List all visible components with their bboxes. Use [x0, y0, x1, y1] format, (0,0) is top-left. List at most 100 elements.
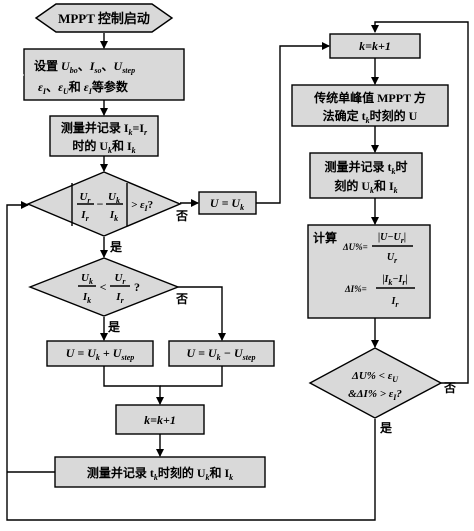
decision1-frac2-num-sub: k — [116, 196, 120, 205]
decision2-frac2-den-var: I — [115, 291, 121, 303]
decision2-question: ? — [134, 280, 140, 294]
assign-plus-text: U = Uk + Ustep — [66, 346, 135, 362]
decision2-frac2-den-sub: r — [121, 296, 125, 305]
calc-label: 计算 — [313, 230, 337, 245]
arrow-assign-minus-to-increment2 — [160, 366, 223, 387]
decision2-frac1-num: Uk — [81, 272, 93, 286]
decision1-question: ? — [148, 199, 154, 211]
setup-sub-bo: bo — [70, 66, 78, 75]
decision1-compare: > εI? — [131, 199, 153, 213]
setup-var-eps2: ε — [58, 80, 63, 94]
assign-uk-sub: k — [240, 203, 244, 212]
calc-di-lhs: ΔI%= — [344, 284, 367, 294]
measure2-line1: 测量并记录 tk时 — [324, 159, 407, 176]
setup-suffix: 等参数 — [91, 79, 129, 94]
decision1-minus: − — [97, 197, 104, 211]
calc-di-num-close: | — [405, 274, 407, 285]
calc-du-den: Ur — [387, 252, 398, 265]
traditional-node: 传统单峰值 MPPT 方 法确定 tk时刻的 U — [291, 84, 449, 127]
setup-var-ustep: U — [114, 59, 124, 73]
measure3-sub2: k — [206, 473, 210, 482]
traditional-line2-sub: k — [366, 116, 370, 125]
setup-sub-so: so — [93, 66, 101, 75]
calc-di-num: |Ik−Ir| — [382, 274, 407, 287]
measure2-line2-sub: k — [370, 186, 374, 195]
measure2-line2-sub2: k — [394, 186, 398, 195]
decision3-line1-sub: U — [392, 375, 399, 384]
setup-var-eps3: ε — [84, 80, 89, 94]
setup-line2: εI、εU和 εI等参数 — [38, 79, 129, 96]
decision1-compare-sub: I — [144, 204, 149, 213]
measure1-line2-sub2: k — [132, 146, 136, 155]
start-label: MPPT 控制启动 — [58, 11, 150, 26]
setup-var-iso: I — [89, 59, 96, 73]
setup-line1: 设置 Ubo、Iso、Ustep — [34, 58, 135, 75]
calc-du-lhs: ΔU%= — [342, 242, 368, 252]
calc-node: 计算 ΔU%= |U−Ur| Ur ΔI%= |Ik−Ir| Ir — [307, 224, 431, 319]
increment2-label: k=k+1 — [144, 413, 176, 427]
decision1-frac1-den-var: I — [80, 209, 86, 221]
setup-var-ubo: U — [61, 59, 71, 73]
traditional-line1: 传统单峰值 MPPT 方 — [313, 90, 426, 105]
assign-minus-lhs: U — [186, 346, 196, 360]
measure1-line2: 时的 Uk和 Ik — [72, 138, 135, 155]
measure2-line2-mid: 和 I — [373, 178, 394, 193]
assign-uk-node: U = Uk — [198, 191, 257, 215]
calc-du-num-sub: r — [401, 236, 405, 245]
traditional-line2: 法确定 tk时刻的 U — [323, 108, 418, 125]
decision1-frac2-den: Ik — [109, 209, 118, 223]
measure3-text: 测量并记录 tk时刻的 Uk和 Ik — [87, 465, 233, 482]
decision1-frac2-num-var: U — [108, 191, 117, 203]
decision2-frac1-den: Ik — [82, 291, 91, 305]
increment2-node: k=k+1 — [115, 404, 205, 435]
measure1-line1-sub: k — [129, 128, 133, 137]
decision3-line2-sub: I — [392, 393, 397, 402]
measure2-line2: 刻的 Uk和 Ik — [334, 178, 397, 195]
assign-plus-sub2: step — [120, 353, 134, 362]
measure3-and: 和 I — [209, 465, 230, 480]
assign-uk-eq: = U — [219, 196, 242, 210]
decision2-frac2-den: Ir — [115, 291, 124, 305]
setup-prefix: 设置 — [34, 58, 61, 73]
assign-plus-op: + U — [100, 346, 123, 360]
arrow-assign-uk-to-increment1 — [256, 42, 330, 204]
setup-sub-step: step — [121, 66, 135, 75]
decision1-yes-label: 是 — [109, 240, 123, 254]
decision1-frac1-num: Ur — [79, 191, 91, 205]
decision3-line2: &ΔI% > εI? — [348, 388, 402, 402]
calc-du-den-text: U — [387, 252, 395, 263]
measure1-node: 测量并记录 Ik=Ir 时的 Uk和 Ik — [49, 115, 159, 157]
calc-du-num-text: |U−U — [378, 232, 401, 243]
calc-di-num-text: |I — [382, 274, 389, 285]
arrow-assign-plus-to-increment2 — [103, 366, 164, 405]
measure2-line1-text: 测量并记录 t — [324, 159, 391, 174]
assign-minus-op: − U — [221, 346, 244, 360]
decision1-frac1-den-sub: r — [86, 214, 90, 223]
decision3-line2-pre: &ΔI% > ε — [348, 388, 394, 400]
measure1-line1-eq: =I — [133, 121, 145, 135]
traditional-line2-post: 时刻的 U — [370, 108, 418, 123]
traditional-line2-pre: 法确定 t — [323, 108, 366, 123]
decision2-frac1-den-sub: k — [87, 296, 91, 305]
measure1-line2-pre: 时的 U — [72, 138, 108, 153]
increment1-label: k=k+1 — [359, 39, 391, 53]
measure2-node: 测量并记录 tk时 刻的 Uk和 Ik — [309, 152, 423, 199]
assign-plus-sub: k — [96, 353, 100, 362]
measure3-sub3: k — [229, 473, 233, 482]
decision2-frac2-num: Ur — [114, 272, 126, 286]
decision2-yes-label: 是 — [107, 320, 121, 334]
setup-sep-1: 、 — [78, 59, 90, 73]
measure3-mid: 时刻的 U — [158, 465, 206, 480]
decision2-no-label: 否 — [175, 292, 188, 306]
calc-du-den-sub: r — [394, 256, 398, 265]
calc-di-num-sub: k — [388, 278, 392, 287]
decision2-frac2-num-sub: r — [122, 277, 126, 286]
arrow-decision3-yes-loop — [6, 201, 376, 521]
decision1-frac1-den: Ir — [80, 209, 89, 223]
decision2-frac1-num-sub: k — [89, 277, 93, 286]
setup-sub-eps2: U — [63, 87, 70, 96]
measure2-line1-sub: k — [391, 167, 395, 176]
decision3-no-label: 否 — [443, 381, 456, 395]
calc-du-num-close: | — [404, 232, 406, 243]
start-node: MPPT 控制启动 — [34, 3, 174, 33]
